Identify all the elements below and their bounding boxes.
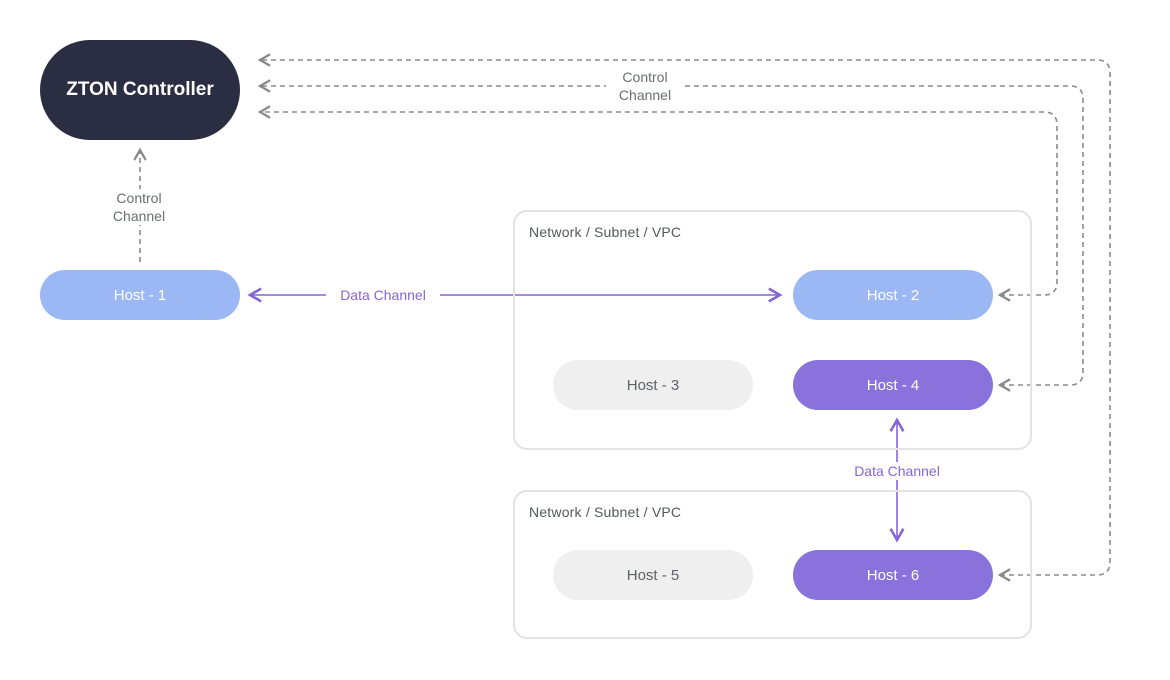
ztonc-controller-node[interactable]: ZTON Controller [40, 40, 240, 140]
host-1-node[interactable]: Host - 1 [40, 270, 240, 320]
host-label: Host - 3 [626, 376, 680, 394]
control-channel-text-line1: Control [116, 190, 162, 206]
control-channel-text-line2: Channel [112, 208, 166, 224]
host-label: Host - 6 [866, 566, 920, 584]
host-4-node[interactable]: Host - 4 [793, 360, 993, 410]
control-channel-text-line2: Channel [618, 87, 672, 103]
control-channel-line-host6 [257, 53, 1111, 582]
host-label: Host - 2 [866, 286, 920, 304]
host-label: Host - 1 [113, 286, 167, 304]
network-region-2: Network / Subnet / VPC [513, 490, 1032, 639]
host-6-node[interactable]: Host - 6 [793, 550, 993, 600]
host-label: Host - 5 [626, 566, 680, 584]
host-label: Host - 4 [866, 376, 920, 394]
control-channel-label-top: Control Channel [606, 68, 684, 104]
data-channel-text: Data Channel [340, 287, 426, 303]
host-3-node[interactable]: Host - 3 [553, 360, 753, 410]
controller-label: ZTON Controller [66, 79, 214, 100]
data-channel-text: Data Channel [854, 463, 940, 479]
network-label: Network / Subnet / VPC [529, 224, 682, 240]
control-channel-label-left: Control Channel [100, 189, 178, 225]
control-channel-line-host4 [257, 79, 1084, 392]
control-channel-text-line1: Control [622, 69, 668, 85]
data-channel-label-vertical: Data Channel [840, 462, 954, 480]
data-channel-label-horizontal: Data Channel [326, 286, 440, 304]
network-label: Network / Subnet / VPC [529, 504, 682, 520]
network-region-1: Network / Subnet / VPC [513, 210, 1032, 450]
host-5-node[interactable]: Host - 5 [553, 550, 753, 600]
host-2-node[interactable]: Host - 2 [793, 270, 993, 320]
control-channel-line-host2 [257, 105, 1058, 302]
